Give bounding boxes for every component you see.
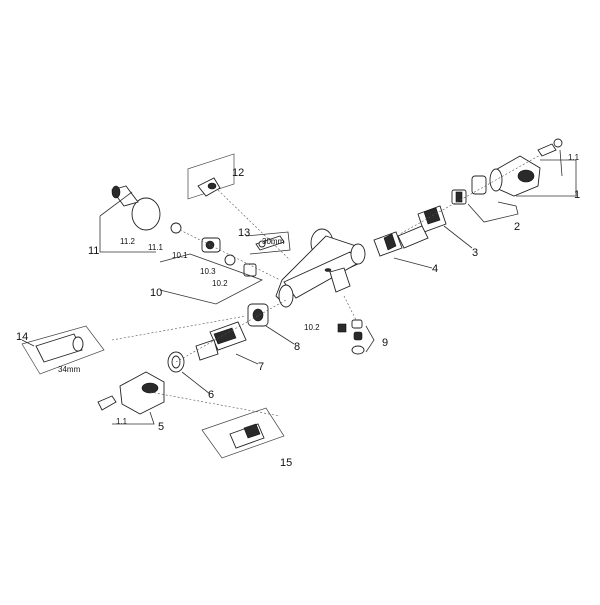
assembly-axes — [111, 153, 543, 417]
part-14-leader — [21, 339, 35, 347]
label-part-5-1: 1.1 — [116, 417, 128, 426]
label-part-9: 9 — [382, 337, 388, 349]
part-3-leader — [443, 225, 473, 249]
part-2-leader — [467, 201, 519, 223]
part-4-core — [373, 231, 403, 257]
part-14-cartridge-kit — [21, 325, 105, 375]
part-1-1-leader — [559, 149, 563, 177]
label-part-10-3: 10.3 — [200, 267, 216, 276]
label-part-12: 12 — [232, 167, 244, 179]
part-3-cartridge — [397, 205, 447, 249]
label-part-11-2: 11.2 — [120, 237, 136, 246]
part-10-union — [201, 237, 257, 277]
label-part-3: 3 — [472, 247, 478, 259]
part-1-leader — [516, 159, 577, 197]
part-7-leader — [235, 353, 259, 365]
label-part-10: 10 — [150, 287, 162, 299]
label-part-10-2: 10.2 — [212, 279, 228, 288]
label-part-2: 2 — [514, 221, 520, 233]
part-9-aerator — [337, 319, 365, 355]
part-11-leader-b — [99, 216, 156, 253]
label-part-14-note: 34mm — [58, 365, 81, 374]
part-10-leader — [159, 253, 263, 305]
label-part-4: 4 — [432, 263, 438, 275]
label-part-13: 13 — [238, 227, 250, 239]
label-part-13-note: 30mm — [262, 237, 285, 246]
label-part-6: 6 — [208, 389, 214, 401]
part-9-leader — [365, 325, 375, 353]
part-2-nut — [451, 175, 487, 205]
part-5-handle — [97, 371, 165, 415]
label-part-8: 8 — [294, 341, 300, 353]
label-part-11: 11 — [88, 245, 99, 257]
part-1-handle-cap — [489, 138, 563, 197]
part-11-leader-a — [99, 191, 133, 217]
label-part-1: 1 — [574, 189, 580, 201]
part-8-nut — [247, 303, 269, 327]
label-part-10-2b: 10.2 — [304, 323, 320, 332]
part-8-leader — [265, 325, 295, 345]
label-part-5: 5 — [158, 421, 164, 433]
label-part-10-1: 10.1 — [172, 251, 188, 260]
label-part-7: 7 — [258, 361, 264, 373]
part-4-leader — [393, 257, 433, 269]
part-6-leader — [181, 371, 211, 395]
part-15-headpart-kit — [201, 407, 285, 459]
part-7-headpart — [195, 321, 247, 361]
label-part-1-1: 1.1 — [568, 153, 580, 162]
label-part-14: 14 — [16, 331, 28, 343]
label-part-15: 15 — [280, 457, 292, 469]
part-13-clip — [255, 235, 285, 251]
part-12-box — [187, 153, 235, 200]
mixer-body — [275, 228, 366, 308]
part-11-wall-connector — [111, 185, 182, 234]
label-part-11-1: 11.1 — [148, 243, 164, 252]
part-13-box — [245, 231, 291, 255]
part-5-leader — [112, 411, 155, 425]
